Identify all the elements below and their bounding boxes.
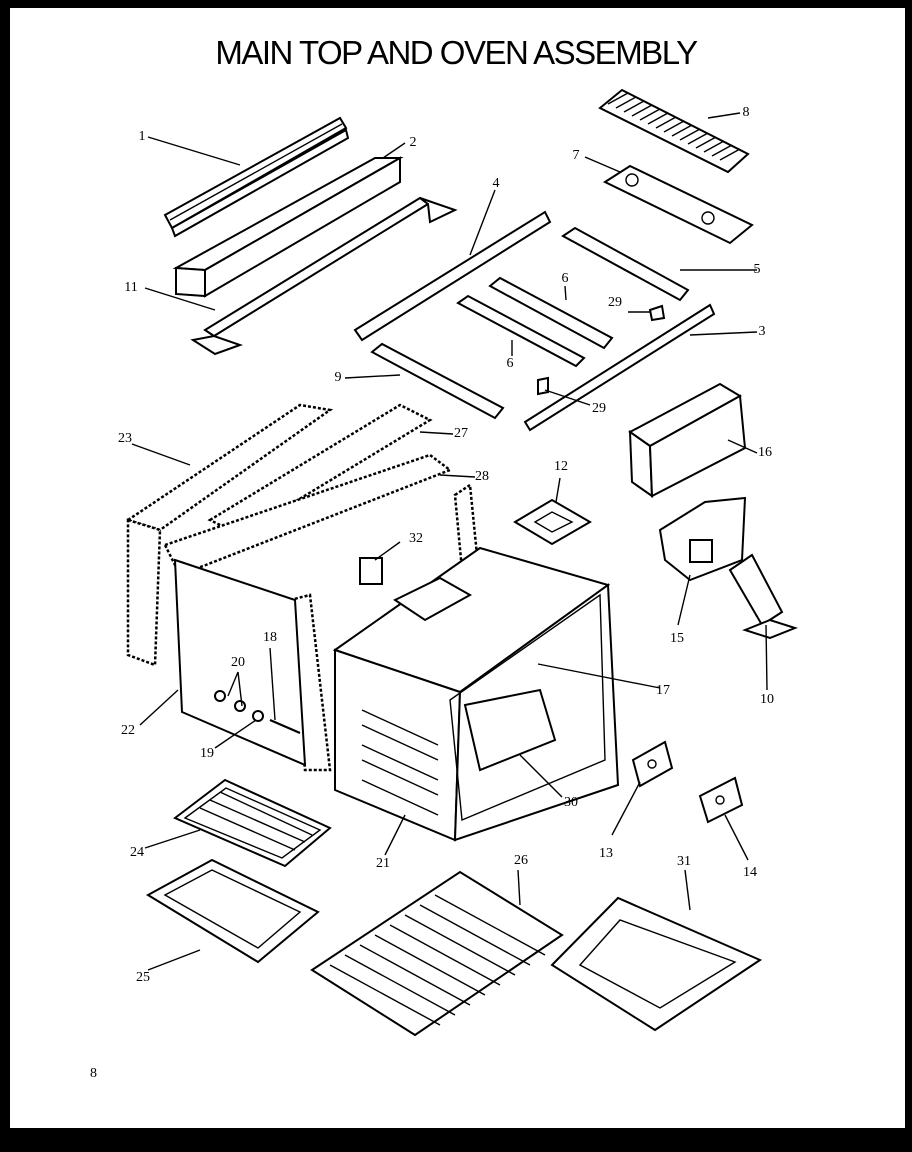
- part-2-trim: [172, 156, 404, 298]
- callout-16: 16: [758, 445, 772, 460]
- part-5-rail: [561, 226, 690, 302]
- callout-10: 10: [760, 692, 774, 707]
- leader-lines: [131, 112, 768, 971]
- part-16-bracket: [628, 382, 747, 498]
- part-12-gasket: [513, 498, 592, 546]
- part-29-clips: [537, 304, 666, 396]
- callout-9: 9: [334, 370, 342, 385]
- callout-21: 21: [376, 856, 390, 871]
- callout-11: 11: [124, 280, 138, 295]
- callout-17: 17: [656, 683, 670, 698]
- part-7-plate: [602, 164, 754, 245]
- callout-4: 4: [492, 176, 500, 191]
- callout-19: 19: [200, 746, 214, 761]
- part-24-broiler-pan: [173, 778, 332, 868]
- callout-6a: 6: [561, 271, 569, 286]
- callout-15: 15: [670, 631, 684, 646]
- diagram-title: MAIN TOP AND OVEN ASSEMBLY: [215, 34, 698, 71]
- callout-24: 24: [130, 845, 144, 860]
- callout-7: 7: [572, 148, 580, 163]
- callout-6b: 6: [506, 356, 514, 371]
- part-9-rail: [370, 342, 505, 420]
- callout-23: 23: [118, 431, 132, 446]
- part-11-rail: [190, 196, 458, 356]
- callout-22: 22: [121, 723, 135, 738]
- callout-2: 2: [409, 135, 417, 150]
- part-25-pan: [146, 858, 320, 964]
- callout-29b: 29: [592, 401, 606, 416]
- callout-14: 14: [743, 865, 757, 880]
- callout-27: 27: [454, 426, 468, 441]
- part-8-vent-grille: [598, 88, 750, 174]
- callout-13: 13: [599, 846, 613, 861]
- parts-13-14-plates: [631, 740, 744, 824]
- callout-32: 32: [409, 531, 423, 546]
- part-4-rail: [353, 210, 552, 342]
- part-22-side-panel: [173, 558, 307, 767]
- callout-3: 3: [758, 324, 766, 339]
- part-26-oven-rack: [310, 870, 564, 1037]
- callout-12: 12: [554, 459, 568, 474]
- callout-18: 18: [263, 630, 277, 645]
- page-number: 8: [90, 1066, 97, 1081]
- callout-20: 20: [231, 655, 245, 670]
- callout-31: 31: [677, 854, 691, 869]
- callout-30: 30: [564, 795, 578, 810]
- part-1-rail: [163, 116, 350, 238]
- callout-29a: 29: [608, 295, 622, 310]
- callout-26: 26: [514, 853, 528, 868]
- insulation-pieces: [125, 403, 480, 772]
- part-31-frame: [550, 896, 763, 1032]
- callout-28: 28: [475, 469, 489, 484]
- callout-1: 1: [138, 129, 146, 144]
- callout-5: 5: [753, 262, 761, 277]
- part-6-rails: [456, 276, 614, 368]
- callout-8: 8: [742, 105, 750, 120]
- part-21-oven-cavity: [332, 546, 620, 842]
- part-32-bracket: [359, 557, 383, 585]
- part-15-duct: [658, 496, 747, 582]
- parts-18-19-20-fasteners: [214, 690, 301, 735]
- callout-25: 25: [136, 970, 150, 985]
- part-10-duct: [728, 553, 798, 640]
